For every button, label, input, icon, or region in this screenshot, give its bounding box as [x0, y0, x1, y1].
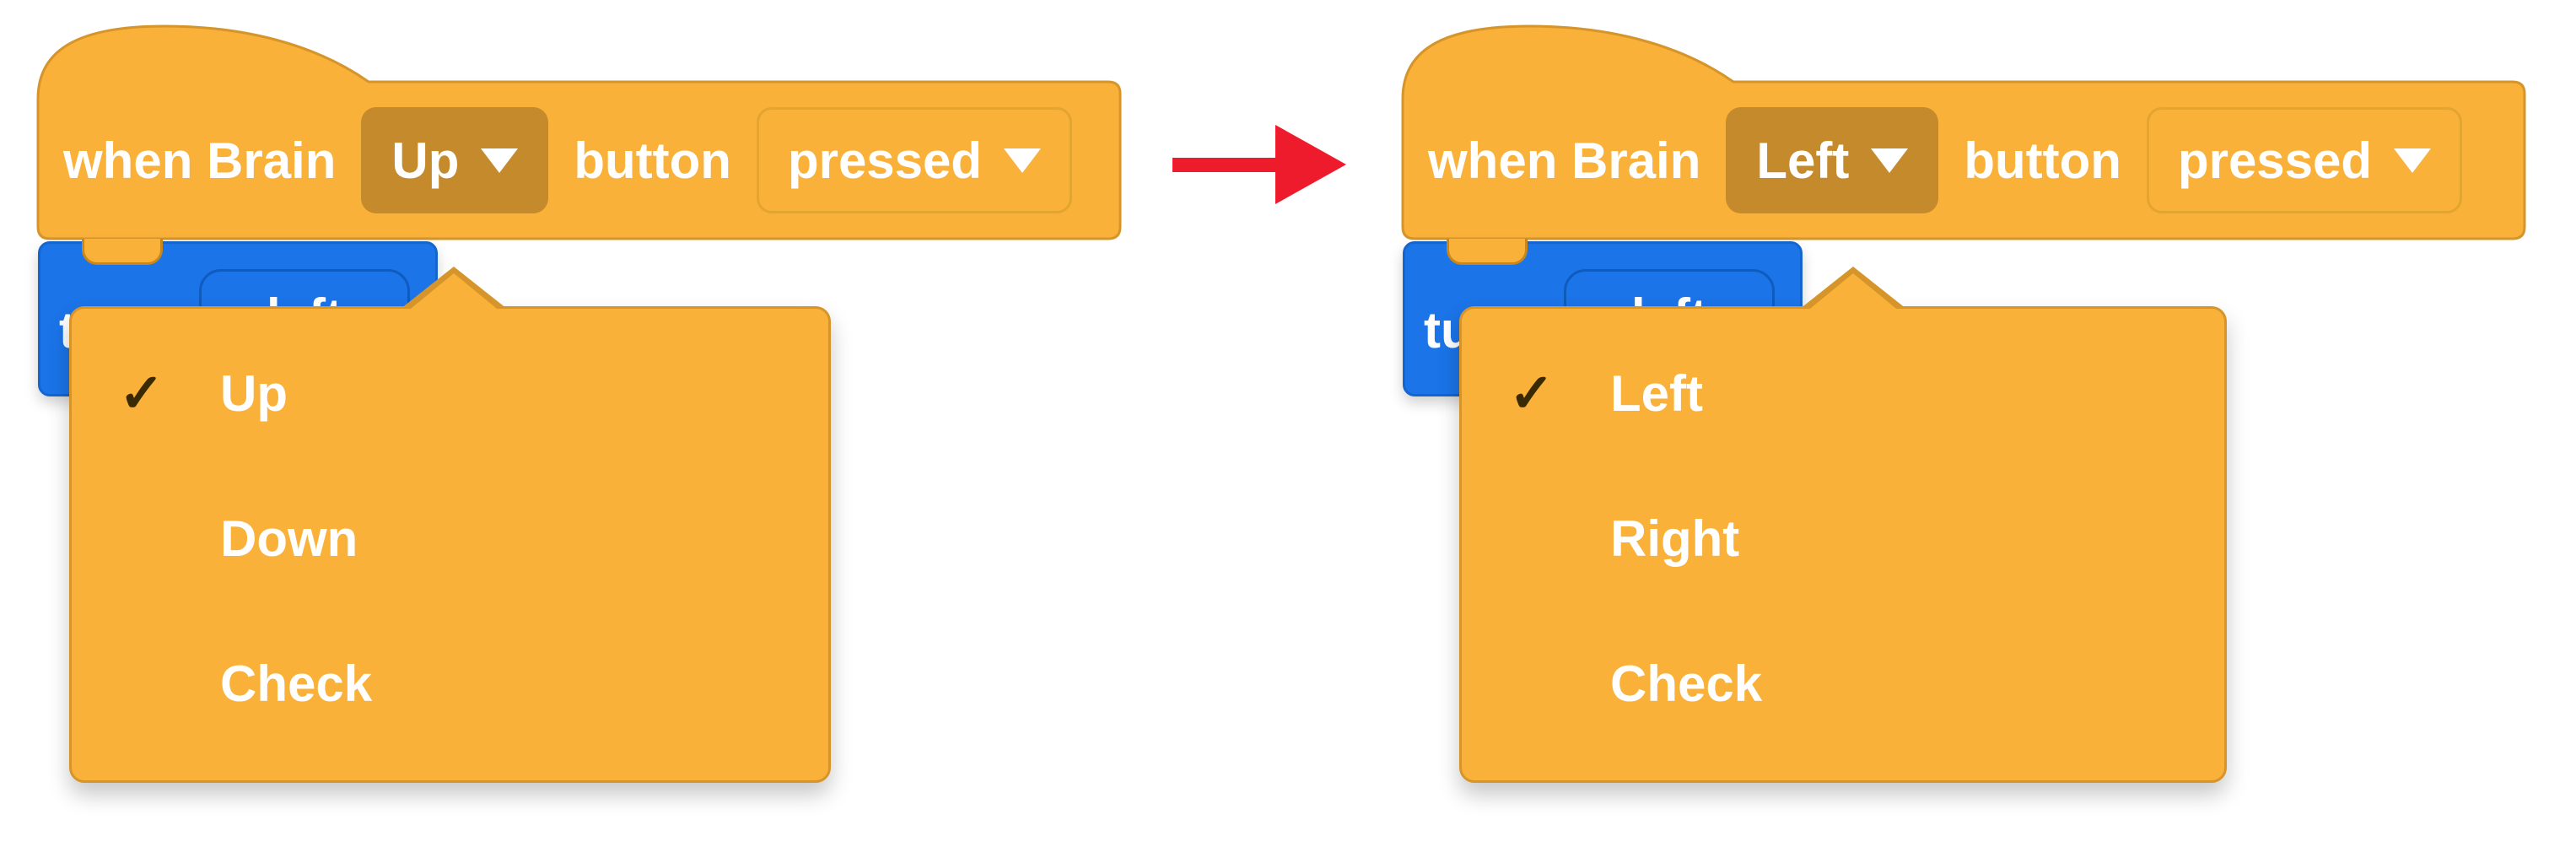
menu-item-left[interactable]: ✓ Left: [1462, 321, 2224, 466]
brain-button-value: Up: [391, 132, 460, 189]
chevron-down-icon: [1004, 148, 1042, 173]
when-brain-button-block[interactable]: when Brain Up button pressed: [38, 82, 1120, 239]
menu-item-label: Right: [1610, 510, 1740, 567]
script-before: when Brain Up button pressed tu left ✓: [36, 0, 1219, 852]
menu-item-right[interactable]: Right: [1462, 466, 2224, 611]
menu-item-up[interactable]: ✓ Up: [72, 321, 828, 466]
menu-pointer-icon: [1806, 273, 1900, 312]
check-icon: ✓: [119, 362, 164, 423]
menu-item-label: Check: [1610, 655, 1763, 712]
menu-item-label: Down: [220, 510, 358, 567]
block-label-button: button: [574, 132, 731, 189]
menu-item-check[interactable]: Check: [1462, 611, 2224, 756]
block-label-button: button: [1964, 132, 2121, 189]
arrow-tail: [1172, 158, 1280, 172]
transition-arrow-icon: [1172, 125, 1351, 204]
menu-item-check[interactable]: Check: [72, 611, 828, 756]
menu-item-label: Left: [1610, 364, 1703, 422]
block-label-when-brain: when Brain: [63, 132, 337, 189]
button-dropdown-menu: ✓ Up Down Check: [69, 267, 831, 783]
check-icon: ✓: [1509, 362, 1555, 423]
menu-item-label: Up: [220, 364, 288, 422]
chevron-down-icon: [2394, 148, 2432, 173]
chevron-down-icon: [481, 148, 519, 173]
menu-item-down[interactable]: Down: [72, 466, 828, 611]
arrow-head: [1275, 125, 1346, 204]
chevron-down-icon: [1871, 148, 1909, 173]
press-state-value: pressed: [2177, 132, 2373, 189]
when-brain-button-block[interactable]: when Brain Left button pressed: [1403, 82, 2525, 239]
when-hat-block-shape: [36, 24, 1122, 240]
when-hat-block-shape: [1401, 24, 2526, 240]
brain-button-value: Left: [1756, 132, 1850, 189]
press-state-dropdown[interactable]: pressed: [756, 107, 1073, 213]
menu-pointer-icon: [407, 273, 501, 312]
press-state-dropdown[interactable]: pressed: [2146, 107, 2463, 213]
menu-item-label: Check: [220, 655, 373, 712]
block-label-when-brain: when Brain: [1428, 132, 1701, 189]
brain-button-dropdown[interactable]: Left: [1726, 107, 1939, 213]
hat-block-nub: [82, 239, 163, 265]
button-dropdown-menu: ✓ Left Right Check: [1459, 267, 2227, 783]
brain-button-dropdown[interactable]: Up: [361, 107, 549, 213]
hat-block-nub: [1447, 239, 1528, 265]
script-after: when Brain Left button pressed tu left ✓: [1401, 0, 2576, 852]
press-state-value: pressed: [787, 132, 983, 189]
